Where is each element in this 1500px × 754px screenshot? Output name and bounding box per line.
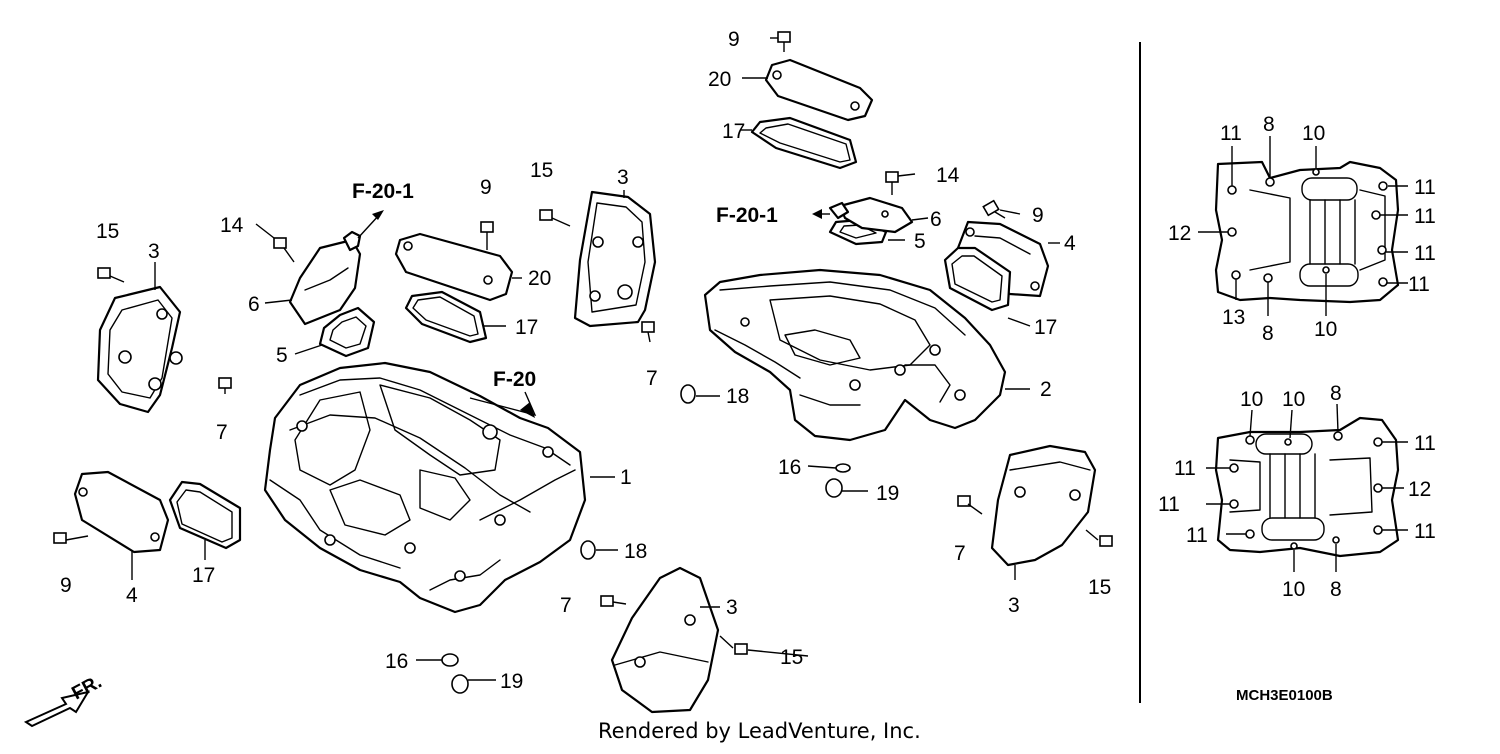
detail-top-label-10: 10 <box>1314 318 1337 341</box>
callout-3b: 3 <box>617 166 629 189</box>
callout-15d: 15 <box>780 646 803 669</box>
callout-16b: 16 <box>385 650 408 673</box>
callout-7a: 7 <box>216 421 228 444</box>
packing-top <box>750 116 858 170</box>
callout-15a: 15 <box>96 220 119 243</box>
reference-labels: F-20-1 F-20-1 F-20 <box>352 180 778 391</box>
callout-9c: 9 <box>1032 204 1044 227</box>
callout-4b: 4 <box>1064 232 1076 255</box>
callout-19a: 19 <box>876 482 899 505</box>
callout-1: 1 <box>620 466 632 489</box>
callout-7d: 7 <box>560 594 572 617</box>
detail-view-bottom <box>1214 416 1400 558</box>
callout-9b: 9 <box>480 176 492 199</box>
detail-top-labels: 11 8 10 11 11 11 11 12 13 8 10 <box>1168 113 1436 345</box>
callout-18a: 18 <box>726 385 749 408</box>
detail-view-top <box>1214 160 1400 304</box>
cylinder-head-cover-right <box>703 268 1007 442</box>
detail-bottom-labels: 10 10 8 11 11 11 12 11 11 10 8 <box>1158 382 1436 601</box>
callout-19b: 19 <box>500 670 523 693</box>
callout-3d: 3 <box>1008 594 1020 617</box>
detail-bottom-label-9: 10 <box>1282 578 1305 601</box>
callout-labels: 1 2 3 3 3 3 4 4 5 5 6 6 7 7 7 7 9 9 9 9 … <box>60 28 1111 693</box>
callout-7b: 7 <box>646 367 658 390</box>
diagram-code: MCH3E0100B <box>1236 687 1333 704</box>
detail-top-label-0: 11 <box>1220 122 1242 145</box>
detail-bottom-label-1: 10 <box>1282 388 1305 411</box>
plate-left <box>73 470 170 554</box>
detail-top-label-1: 8 <box>1263 113 1275 136</box>
side-cover-lower-right <box>990 444 1097 567</box>
ref-arrows <box>357 209 830 418</box>
render-credit: Rendered by LeadVenture, Inc. <box>598 719 921 743</box>
side-cover-lower-middle <box>610 566 720 714</box>
callout-20b: 20 <box>708 68 731 91</box>
ref-f20-1-left: F-20-1 <box>352 180 414 203</box>
callout-17b: 17 <box>515 316 538 339</box>
callout-14a: 14 <box>220 214 244 237</box>
detail-bottom-label-5: 11 <box>1158 493 1180 516</box>
callout-5a: 5 <box>276 344 288 367</box>
callout-18b: 18 <box>624 540 647 563</box>
cover-mid <box>394 232 514 302</box>
callout-17d: 17 <box>722 120 745 143</box>
detail-top-label-6: 11 <box>1408 273 1430 296</box>
callout-6b: 6 <box>930 208 942 231</box>
ref-f20-1-right: F-20-1 <box>716 204 778 227</box>
detail-top-label-9: 8 <box>1262 322 1274 345</box>
detail-top-label-3: 11 <box>1414 176 1436 199</box>
detail-bottom-label-0: 10 <box>1240 388 1263 411</box>
detail-bottom-label-3: 11 <box>1414 432 1436 455</box>
callout-9d: 9 <box>60 574 72 597</box>
callout-9a: 9 <box>728 28 740 51</box>
packing-mid <box>404 290 488 344</box>
front-indicator: FR. <box>23 672 105 728</box>
callout-3c: 3 <box>726 596 738 619</box>
callout-3a: 3 <box>148 240 160 263</box>
detail-bottom-label-8: 11 <box>1414 520 1436 543</box>
detail-bottom-leaders <box>1206 403 1408 572</box>
callout-17c: 17 <box>1034 316 1057 339</box>
leader-lines <box>131 37 1060 681</box>
callout-15c: 15 <box>1088 576 1111 599</box>
callout-7c: 7 <box>954 542 966 565</box>
detail-bottom-label-6: 12 <box>1408 478 1431 501</box>
detail-bottom-label-2: 8 <box>1330 382 1342 405</box>
breather-right <box>828 196 914 234</box>
cylinder-head-cover-left <box>263 361 587 614</box>
bolts <box>53 31 1113 694</box>
packing-left <box>168 480 242 550</box>
detail-top-label-4: 11 <box>1414 205 1436 228</box>
detail-top-label-5: 11 <box>1414 242 1436 265</box>
callout-4a: 4 <box>126 584 138 607</box>
callout-15b: 15 <box>530 159 553 182</box>
ref-f20: F-20 <box>493 368 536 391</box>
detail-top-label-7: 12 <box>1168 222 1191 245</box>
detail-top-label-8: 13 <box>1222 306 1245 329</box>
callout-16a: 16 <box>778 456 801 479</box>
cover-top <box>764 58 874 122</box>
callout-20a: 20 <box>528 267 551 290</box>
detail-bottom-label-7: 11 <box>1186 524 1208 547</box>
detail-top-leaders <box>1198 136 1408 316</box>
detail-bottom-label-4: 11 <box>1174 457 1196 480</box>
callout-2: 2 <box>1040 378 1052 401</box>
side-cover-upper <box>573 190 657 328</box>
callout-17a: 17 <box>192 564 215 587</box>
callout-14b: 14 <box>936 164 960 187</box>
callout-5b: 5 <box>914 230 926 253</box>
detail-bottom-label-10: 8 <box>1330 578 1342 601</box>
side-cover-left <box>96 285 183 414</box>
callout-6a: 6 <box>248 293 260 316</box>
packing-right <box>943 246 1012 312</box>
packing-small-left <box>318 306 376 358</box>
detail-top-label-2: 10 <box>1302 122 1325 145</box>
breather-left <box>288 230 362 326</box>
